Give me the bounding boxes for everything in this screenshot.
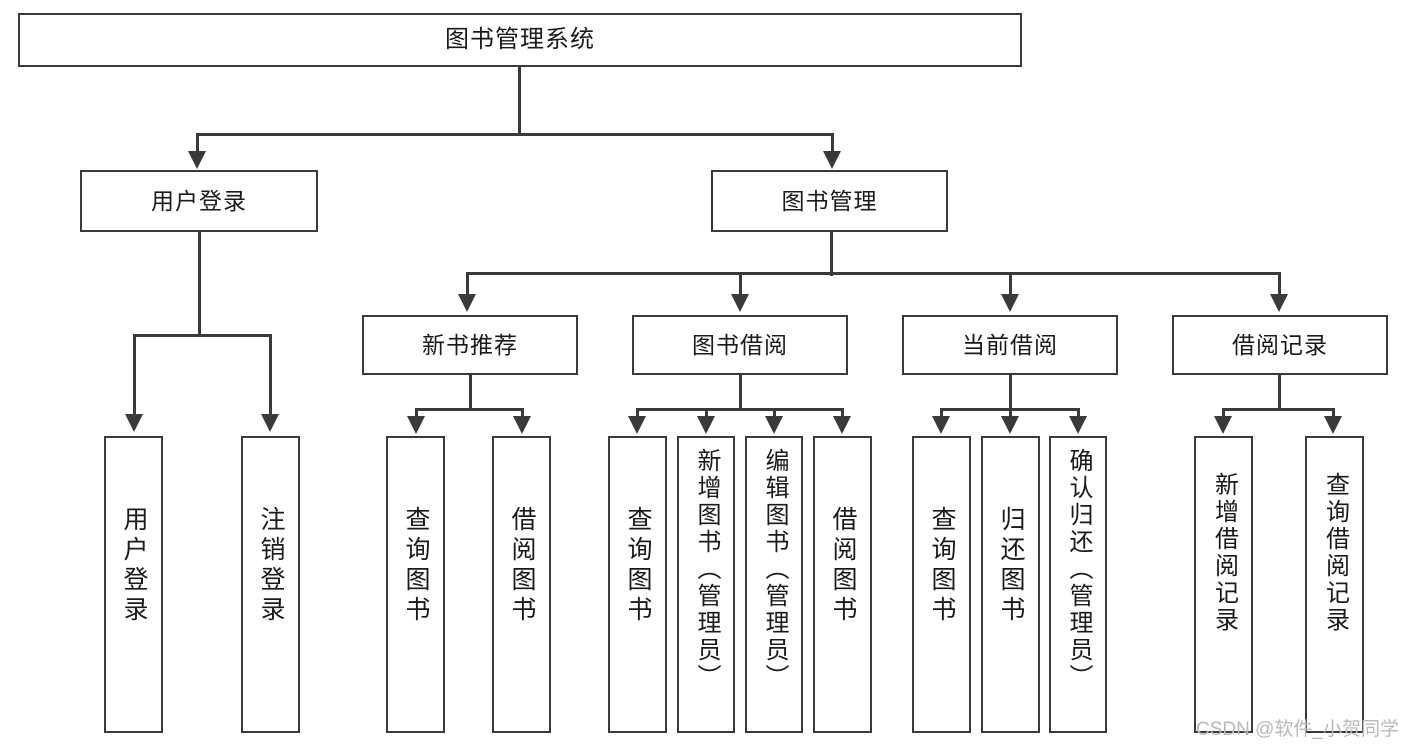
arrowhead-current-borrow-leaf-2 — [1001, 416, 1019, 434]
connector-current-borrow-leaf-2 — [1009, 408, 1012, 418]
connector-to-new-book — [466, 272, 469, 296]
connector-root-to-user-login — [196, 133, 199, 155]
arrowhead-book-borrow-leaf-1 — [628, 416, 646, 434]
node-label: 查询借阅记录 — [1321, 472, 1349, 634]
leaf-return-book[interactable]: 归还图书 — [981, 436, 1040, 733]
leaf-new-book-borrow[interactable]: 借阅图书 — [492, 436, 551, 733]
leaf-add-book-admin[interactable]: 新增图书（管理员） — [677, 436, 735, 733]
node-borrow-records[interactable]: 借阅记录 — [1172, 315, 1388, 375]
leaf-borrow-query-book[interactable]: 查询图书 — [608, 436, 667, 733]
node-label: 图书管理系统 — [445, 26, 595, 54]
connector-new-book-bus — [415, 408, 524, 411]
node-label: 借阅记录 — [1232, 331, 1328, 358]
node-label: 新书推荐 — [422, 331, 518, 358]
connector-borrow-records-leaf-2 — [1332, 408, 1335, 418]
leaf-edit-book-admin[interactable]: 编辑图书（管理员） — [745, 436, 803, 733]
node-label: 查询图书 — [402, 506, 430, 626]
node-label: 用户登录 — [151, 187, 247, 214]
node-label: 借阅图书 — [508, 506, 536, 626]
node-label: 图书借阅 — [692, 331, 788, 358]
node-label: 借阅图书 — [829, 506, 857, 626]
arrowhead-current-borrow-leaf-3 — [1069, 416, 1087, 434]
node-label: 编辑图书（管理员） — [761, 448, 788, 691]
connector-book-borrow-stem — [739, 375, 742, 411]
node-label: 查询图书 — [928, 506, 956, 626]
connector-borrow-records-stem — [1278, 375, 1281, 411]
node-book-management[interactable]: 图书管理 — [711, 170, 948, 232]
node-label: 新增图书（管理员） — [693, 448, 720, 691]
connector-book-borrow-leaf-3 — [773, 408, 776, 418]
node-book-borrow[interactable]: 图书借阅 — [632, 315, 848, 375]
node-label: 注销登录 — [257, 506, 285, 626]
arrowhead-leaf-user-login — [125, 414, 143, 432]
arrowhead-borrow-records-leaf-1 — [1214, 416, 1232, 434]
arrowhead-new-book-leaf-2 — [513, 416, 531, 434]
connector-borrow-records-bus — [1222, 408, 1335, 411]
leaf-borrow-book[interactable]: 借阅图书 — [813, 436, 872, 733]
connector-root-to-book-manage — [831, 133, 834, 155]
node-root-system[interactable]: 图书管理系统 — [18, 13, 1022, 67]
node-label: 查询图书 — [624, 506, 652, 626]
connector-to-current-borrow — [1009, 272, 1012, 296]
node-new-book-recommend[interactable]: 新书推荐 — [362, 315, 578, 375]
node-label: 用户登录 — [120, 506, 148, 626]
node-label: 新增借阅记录 — [1210, 472, 1238, 634]
connector-book-borrow-leaf-2 — [705, 408, 708, 418]
connector-new-book-leaf-2 — [521, 408, 524, 418]
connector-new-book-stem — [469, 375, 472, 411]
node-label: 归还图书 — [997, 506, 1025, 626]
connector-current-borrow-leaf-3 — [1077, 408, 1080, 418]
connector-book-borrow-leaf-4 — [841, 408, 844, 418]
connector-new-book-leaf-1 — [415, 408, 418, 418]
node-label: 当前借阅 — [962, 331, 1058, 358]
arrowhead-new-book-leaf-1 — [407, 416, 425, 434]
connector-user-login-to-leaf-2 — [269, 334, 272, 416]
leaf-confirm-return-admin[interactable]: 确认归还（管理员） — [1049, 436, 1107, 733]
leaf-query-borrow-record[interactable]: 查询借阅记录 — [1305, 436, 1364, 733]
connector-borrow-records-leaf-1 — [1222, 408, 1225, 418]
node-current-borrow[interactable]: 当前借阅 — [902, 315, 1118, 375]
leaf-add-borrow-record[interactable]: 新增借阅记录 — [1194, 436, 1253, 733]
arrowhead-new-book — [458, 294, 476, 312]
connector-user-login-stem — [198, 232, 201, 336]
arrowhead-current-borrow — [1001, 294, 1019, 312]
connector-book-borrow-bus — [636, 408, 844, 411]
node-label: 图书管理 — [781, 187, 878, 214]
connector-user-login-to-leaf-1 — [133, 334, 136, 416]
leaf-logout[interactable]: 注销登录 — [241, 436, 300, 733]
arrowhead-book-borrow-leaf-3 — [765, 416, 783, 434]
node-user-login[interactable]: 用户登录 — [80, 170, 318, 232]
connector-book-manage-bus — [466, 272, 1280, 275]
connector-book-manage-stem — [830, 232, 833, 276]
arrowhead-book-manage — [823, 151, 841, 169]
leaf-current-query-book[interactable]: 查询图书 — [912, 436, 971, 733]
connector-current-borrow-stem — [1009, 375, 1012, 411]
connector-root-stem — [518, 67, 521, 135]
leaf-new-book-query[interactable]: 查询图书 — [386, 436, 445, 733]
arrowhead-borrow-records-leaf-2 — [1324, 416, 1342, 434]
arrowhead-book-borrow-leaf-4 — [833, 416, 851, 434]
connector-to-borrow-records — [1278, 272, 1281, 296]
arrowhead-leaf-logout — [261, 414, 279, 432]
arrowhead-book-borrow-leaf-2 — [697, 416, 715, 434]
arrowhead-book-borrow — [731, 294, 749, 312]
connector-user-login-bus — [133, 334, 271, 337]
node-label: 确认归还（管理员） — [1065, 448, 1092, 691]
connector-to-book-borrow — [739, 272, 742, 296]
connector-book-borrow-leaf-1 — [636, 408, 639, 418]
arrowhead-user-login — [188, 151, 206, 169]
leaf-user-login[interactable]: 用户登录 — [104, 436, 163, 733]
connector-current-borrow-leaf-1 — [940, 408, 943, 418]
arrowhead-borrow-records — [1270, 294, 1288, 312]
arrowhead-current-borrow-leaf-1 — [932, 416, 950, 434]
connector-root-bus — [196, 133, 834, 136]
